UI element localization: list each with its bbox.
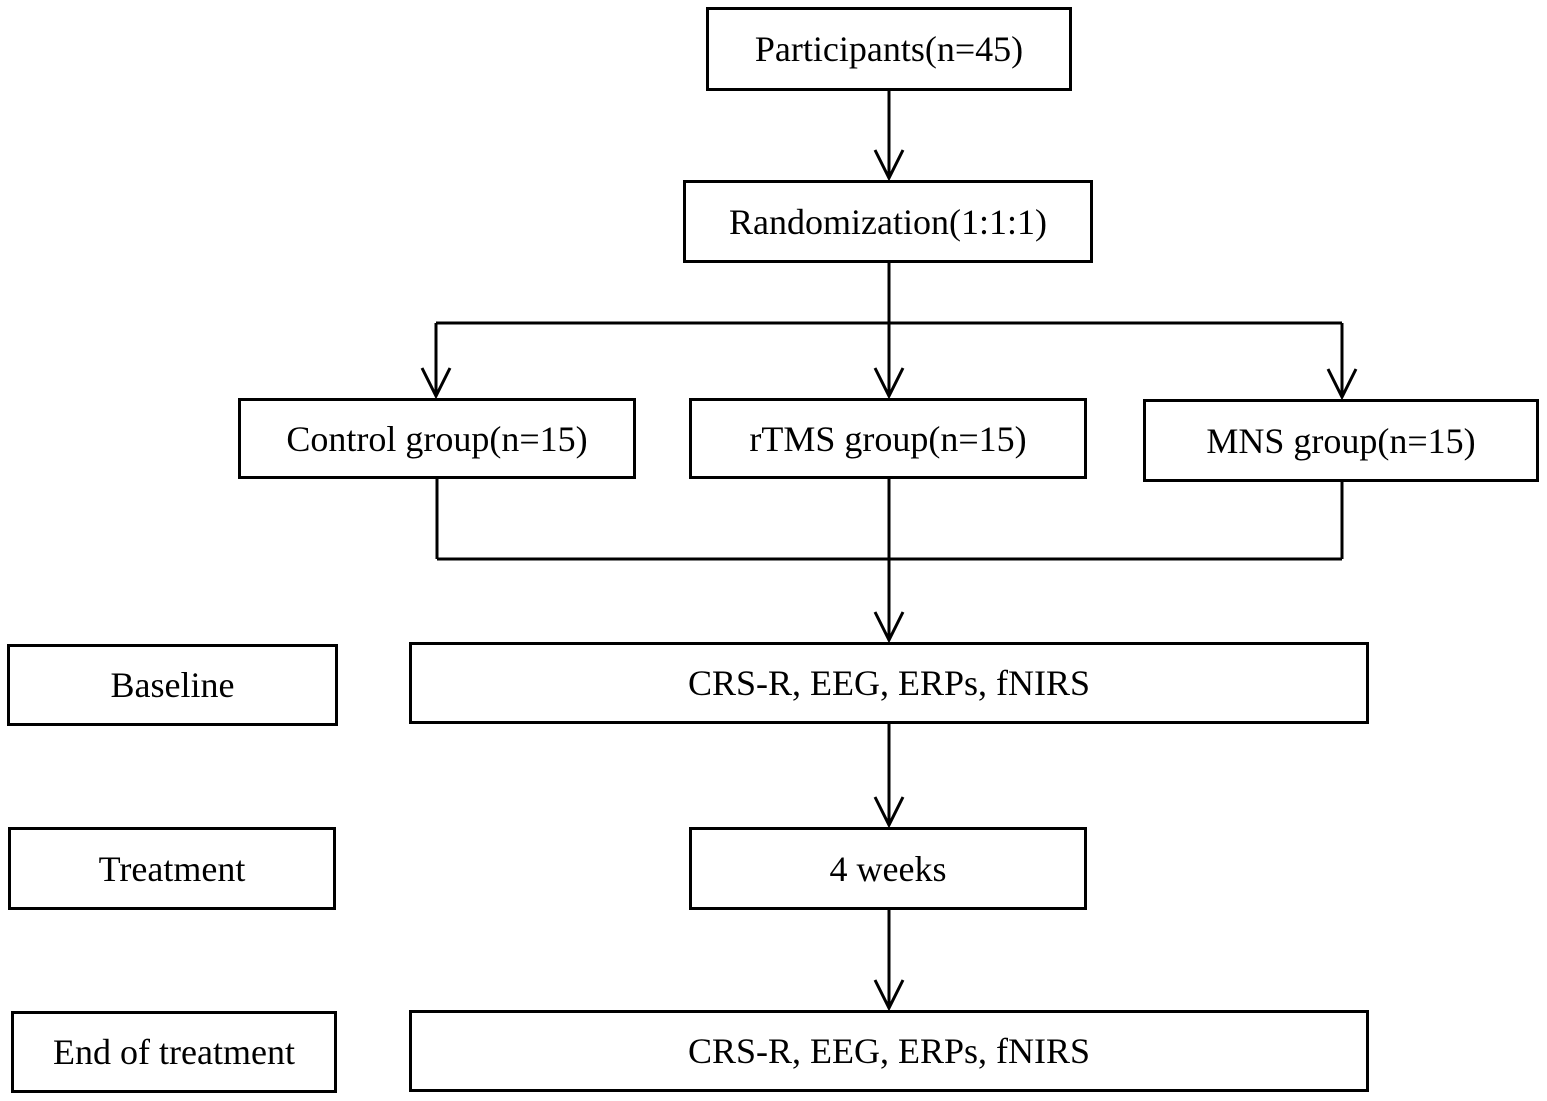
arrowhead-control [420,367,452,400]
arrowhead-baseline [873,611,905,644]
baseline-measures-box: CRS-R, EEG, ERPs, fNIRS [409,642,1369,724]
control-group-box: Control group(n=15) [238,398,636,479]
arrowhead-end [873,979,905,1012]
randomization-box: Randomization(1:1:1) [683,180,1093,263]
phase-baseline-label: Baseline [7,644,338,726]
arrowhead-mns [1326,368,1358,401]
arrowhead-treatment [873,796,905,829]
rtms-group-box: rTMS group(n=15) [689,398,1087,479]
end-measures-box: CRS-R, EEG, ERPs, fNIRS [409,1010,1369,1092]
participants-box: Participants(n=45) [706,7,1072,91]
phase-treatment-label: Treatment [8,827,336,910]
treatment-duration-box: 4 weeks [689,827,1087,910]
mns-group-box: MNS group(n=15) [1143,399,1539,482]
arrowhead-randomization [873,149,905,182]
arrowhead-rtms [873,367,905,400]
phase-end-label: End of treatment [11,1011,337,1093]
